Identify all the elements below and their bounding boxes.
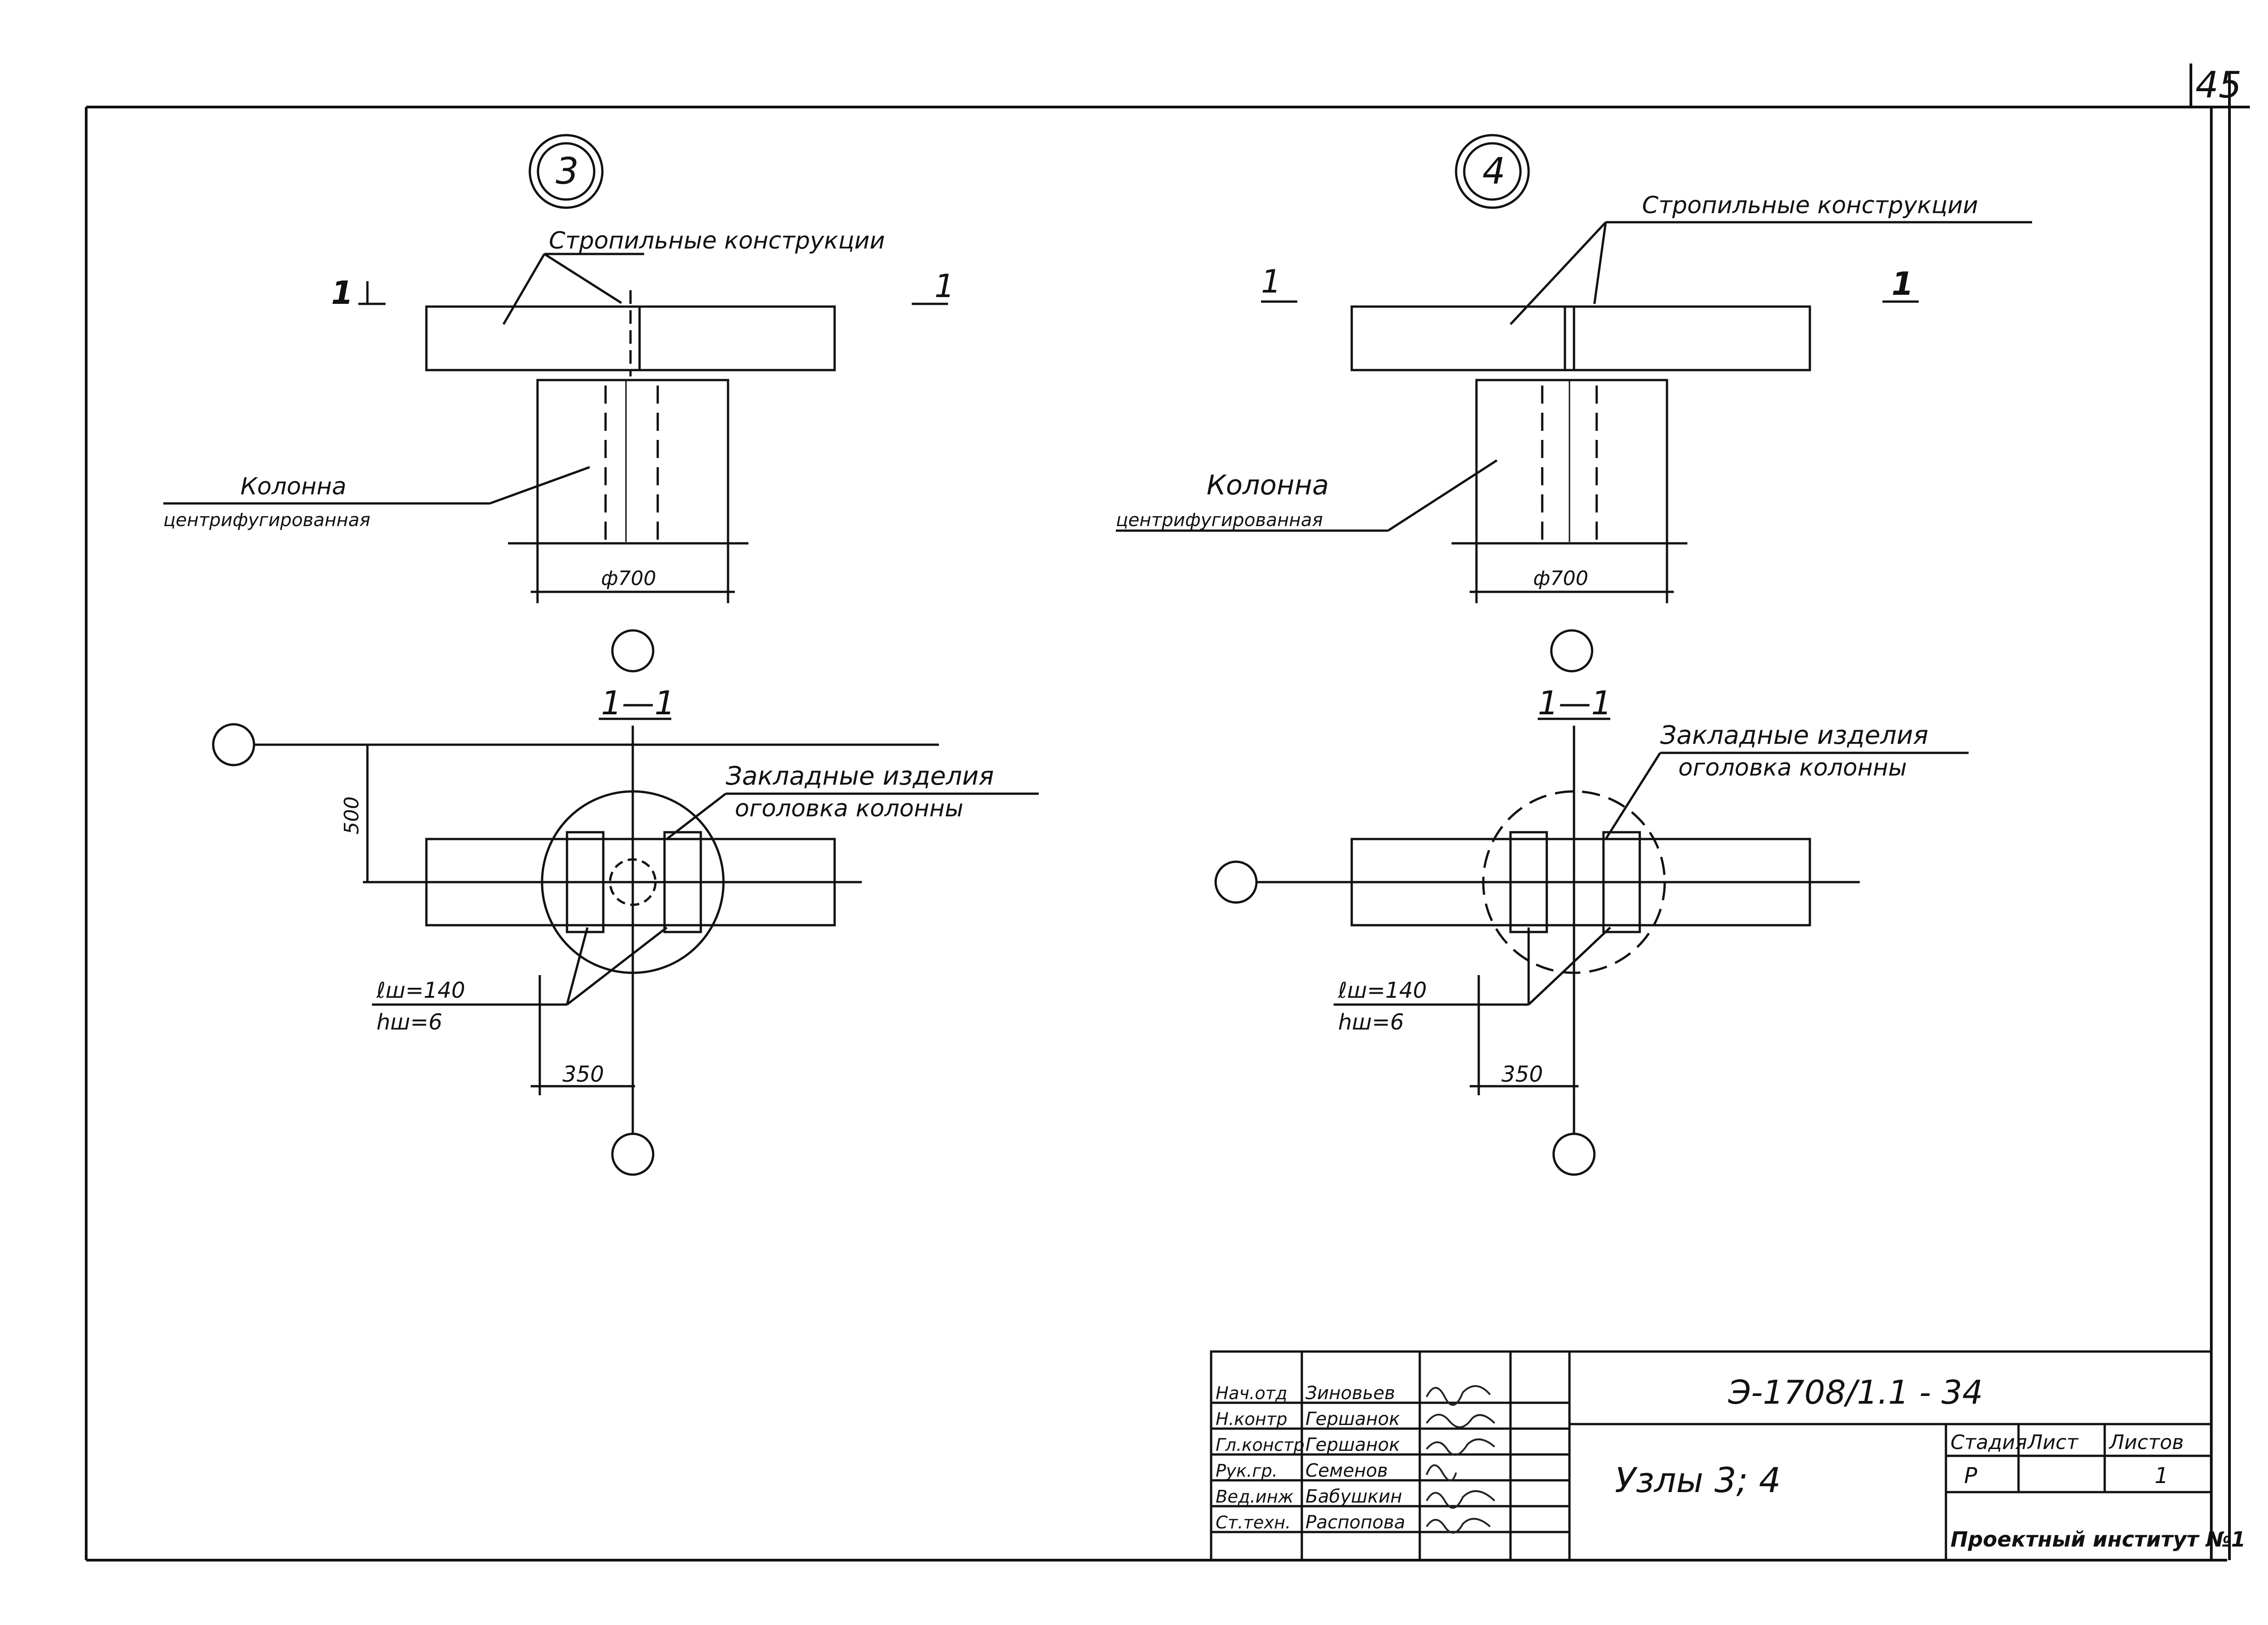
title-block (1210, 1350, 2213, 1562)
node-4-column-label-2: центрифугированная (1116, 510, 1323, 531)
node-4-embedded-plate-right (1602, 831, 1641, 933)
node-4-section-left: 1 (1261, 263, 1281, 300)
node-3-embedded-plate-right (663, 831, 702, 933)
node-4-diameter: ф700 (1533, 567, 1589, 590)
node-3-column (536, 379, 729, 545)
node-3-column-section (541, 790, 725, 974)
node-3-marker-inner (537, 142, 596, 201)
node-3-axis-bubble (611, 629, 655, 673)
node-3-rafter-label: Стропильные конструкции (549, 227, 885, 254)
node-3-section-right: 1 (934, 268, 955, 305)
node-3-diameter: ф700 (601, 567, 656, 590)
title-name-1: Зиновьев (1305, 1383, 1395, 1404)
signature-6 (1426, 1518, 1491, 1534)
node-4-rafter-label: Стропильные конструкции (1642, 192, 1978, 219)
title-role-4: Рук.гр. (1216, 1461, 1278, 1481)
node-3-dim-350: 350 (562, 1062, 604, 1087)
node-4-section-1-1 (1214, 717, 1969, 1176)
node-3-column-label-1: Колонна (240, 473, 347, 500)
node-4-marker-inner (1463, 142, 1522, 201)
signature-1 (1426, 1385, 1491, 1406)
node-3-embedded-label-2: оголовка колонны (735, 795, 963, 822)
node-3-section-1-1 (212, 717, 1039, 1176)
node-4-column-label-1: Колонна (1207, 469, 1329, 501)
node-3-marker-outer (528, 134, 604, 209)
title-name-4: Семенов (1305, 1460, 1388, 1481)
sheet-number: 45 (2195, 64, 2242, 106)
doc-code: Э-1708/1.1 - 34 (1728, 1373, 1983, 1411)
drawing-title: Узлы 3; 4 (1615, 1460, 1781, 1500)
node-3-dim-500: 500 (340, 796, 363, 834)
node-3-section-title: 1—1 (601, 684, 675, 722)
node-4-beam (1350, 838, 1811, 927)
title-role-3: Гл.констр (1216, 1435, 1305, 1455)
sheets-value: 1 (2155, 1463, 2169, 1488)
node-3-section-left: 1 (331, 274, 353, 312)
node-3-column-label-2: центрифугированная (163, 510, 370, 531)
node-4-axis-bubble-left (1214, 860, 1258, 904)
title-name-6: Распопова (1305, 1512, 1405, 1533)
node-3-beam (425, 838, 836, 927)
organization: Проектный институт №1 (1950, 1527, 2246, 1552)
title-name-3: Гершанок (1305, 1435, 1400, 1455)
stage-value: Р (1964, 1463, 1977, 1488)
node-3-axis-bubble-left (212, 723, 255, 766)
signature-3 (1426, 1438, 1496, 1456)
node-4-axis-bubble-bottom (1552, 1132, 1596, 1176)
title-role-6: Ст.техн. (1216, 1513, 1291, 1532)
node-3-marker: 3 (556, 150, 579, 192)
node-3-weld-length: ℓш=140 (376, 978, 465, 1003)
signature-4 (1426, 1464, 1457, 1482)
node-4-section-title: 1—1 (1538, 684, 1612, 722)
node-4-column (1475, 379, 1668, 545)
signature-2 (1426, 1414, 1496, 1428)
node-4-embedded-label-2: оголовка колонны (1678, 754, 1907, 781)
signature-5 (1426, 1490, 1496, 1509)
node-3-elevation (163, 134, 948, 673)
node-3-axis-bubble-bottom (611, 1132, 655, 1176)
node-4-embedded-label-1: Закладные изделия (1660, 721, 1928, 750)
node-4-elevation (1116, 134, 2032, 673)
node-4-column-section (1482, 790, 1666, 974)
node-4-marker-outer (1455, 134, 1530, 209)
title-role-1: Нач.отд (1216, 1383, 1287, 1403)
node-3-weld-height: hш=6 (376, 1010, 442, 1035)
stage-header: Стадия (1950, 1431, 2027, 1454)
title-name-5: Бабушкин (1305, 1486, 1402, 1507)
node-4-weld-length: ℓш=140 (1338, 978, 1427, 1003)
node-3-embedded-label-1: Закладные изделия (726, 761, 994, 791)
sheet-header: Лист (2027, 1431, 2079, 1454)
signatures (1426, 1385, 1496, 1534)
node-4-section-right: 1 (1892, 265, 1914, 303)
node-4-dim-350: 350 (1501, 1062, 1543, 1087)
node-4-weld-height: hш=6 (1338, 1010, 1404, 1035)
title-name-2: Гершанок (1305, 1409, 1400, 1430)
title-role-2: Н.контр (1216, 1409, 1287, 1429)
sheets-header: Листов (2108, 1431, 2184, 1454)
title-role-5: Вед.инж (1216, 1487, 1294, 1507)
node-4-axis-bubble (1550, 629, 1593, 673)
node-4-rafter (1350, 305, 1811, 371)
node-4-marker: 4 (1482, 150, 1505, 192)
